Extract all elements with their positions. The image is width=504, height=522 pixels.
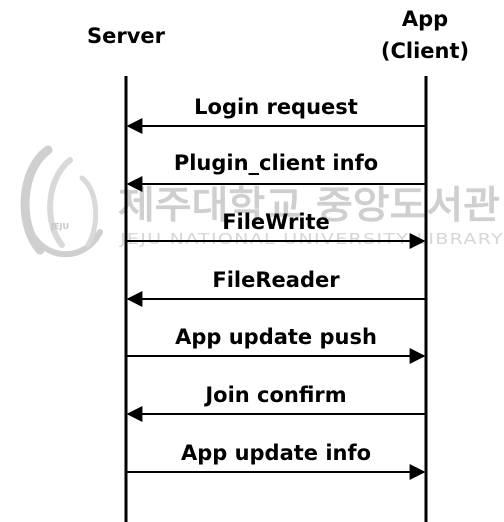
message-2-label: Plugin_client info [174,151,378,175]
message-7: App update info [127,441,426,480]
message-4: FileReader [126,268,425,307]
watermark-title: 제주대학교 중앙도서관 [118,183,500,227]
message-6-label: Join confirm [203,383,346,407]
message-6: Join confirm [126,383,425,422]
message-5: App update push [127,325,426,364]
watermark-subtitle: JEJU NATIONAL UNIVERSITY LIBRARY [119,230,504,248]
message-3: FileWrite [127,210,426,249]
message-2: Plugin_client info [126,151,425,192]
message-7-label: App update info [181,441,371,465]
watermark-emblem: JEJU [20,145,103,258]
message-5-label: App update push [175,325,377,349]
watermark: JEJU 제주대학교 중앙도서관 JEJU NATIONAL UNIVERSIT… [20,145,504,258]
app-participant-label: App [402,7,448,31]
message-4-label: FileReader [212,268,340,292]
app-participant-sublabel: (Client) [381,39,469,63]
message-1: Login request [126,95,425,134]
server-participant-label: Server [87,24,166,48]
message-3-label: FileWrite [222,210,330,234]
watermark-badge: JEJU [50,222,69,231]
message-1-label: Login request [194,95,358,119]
